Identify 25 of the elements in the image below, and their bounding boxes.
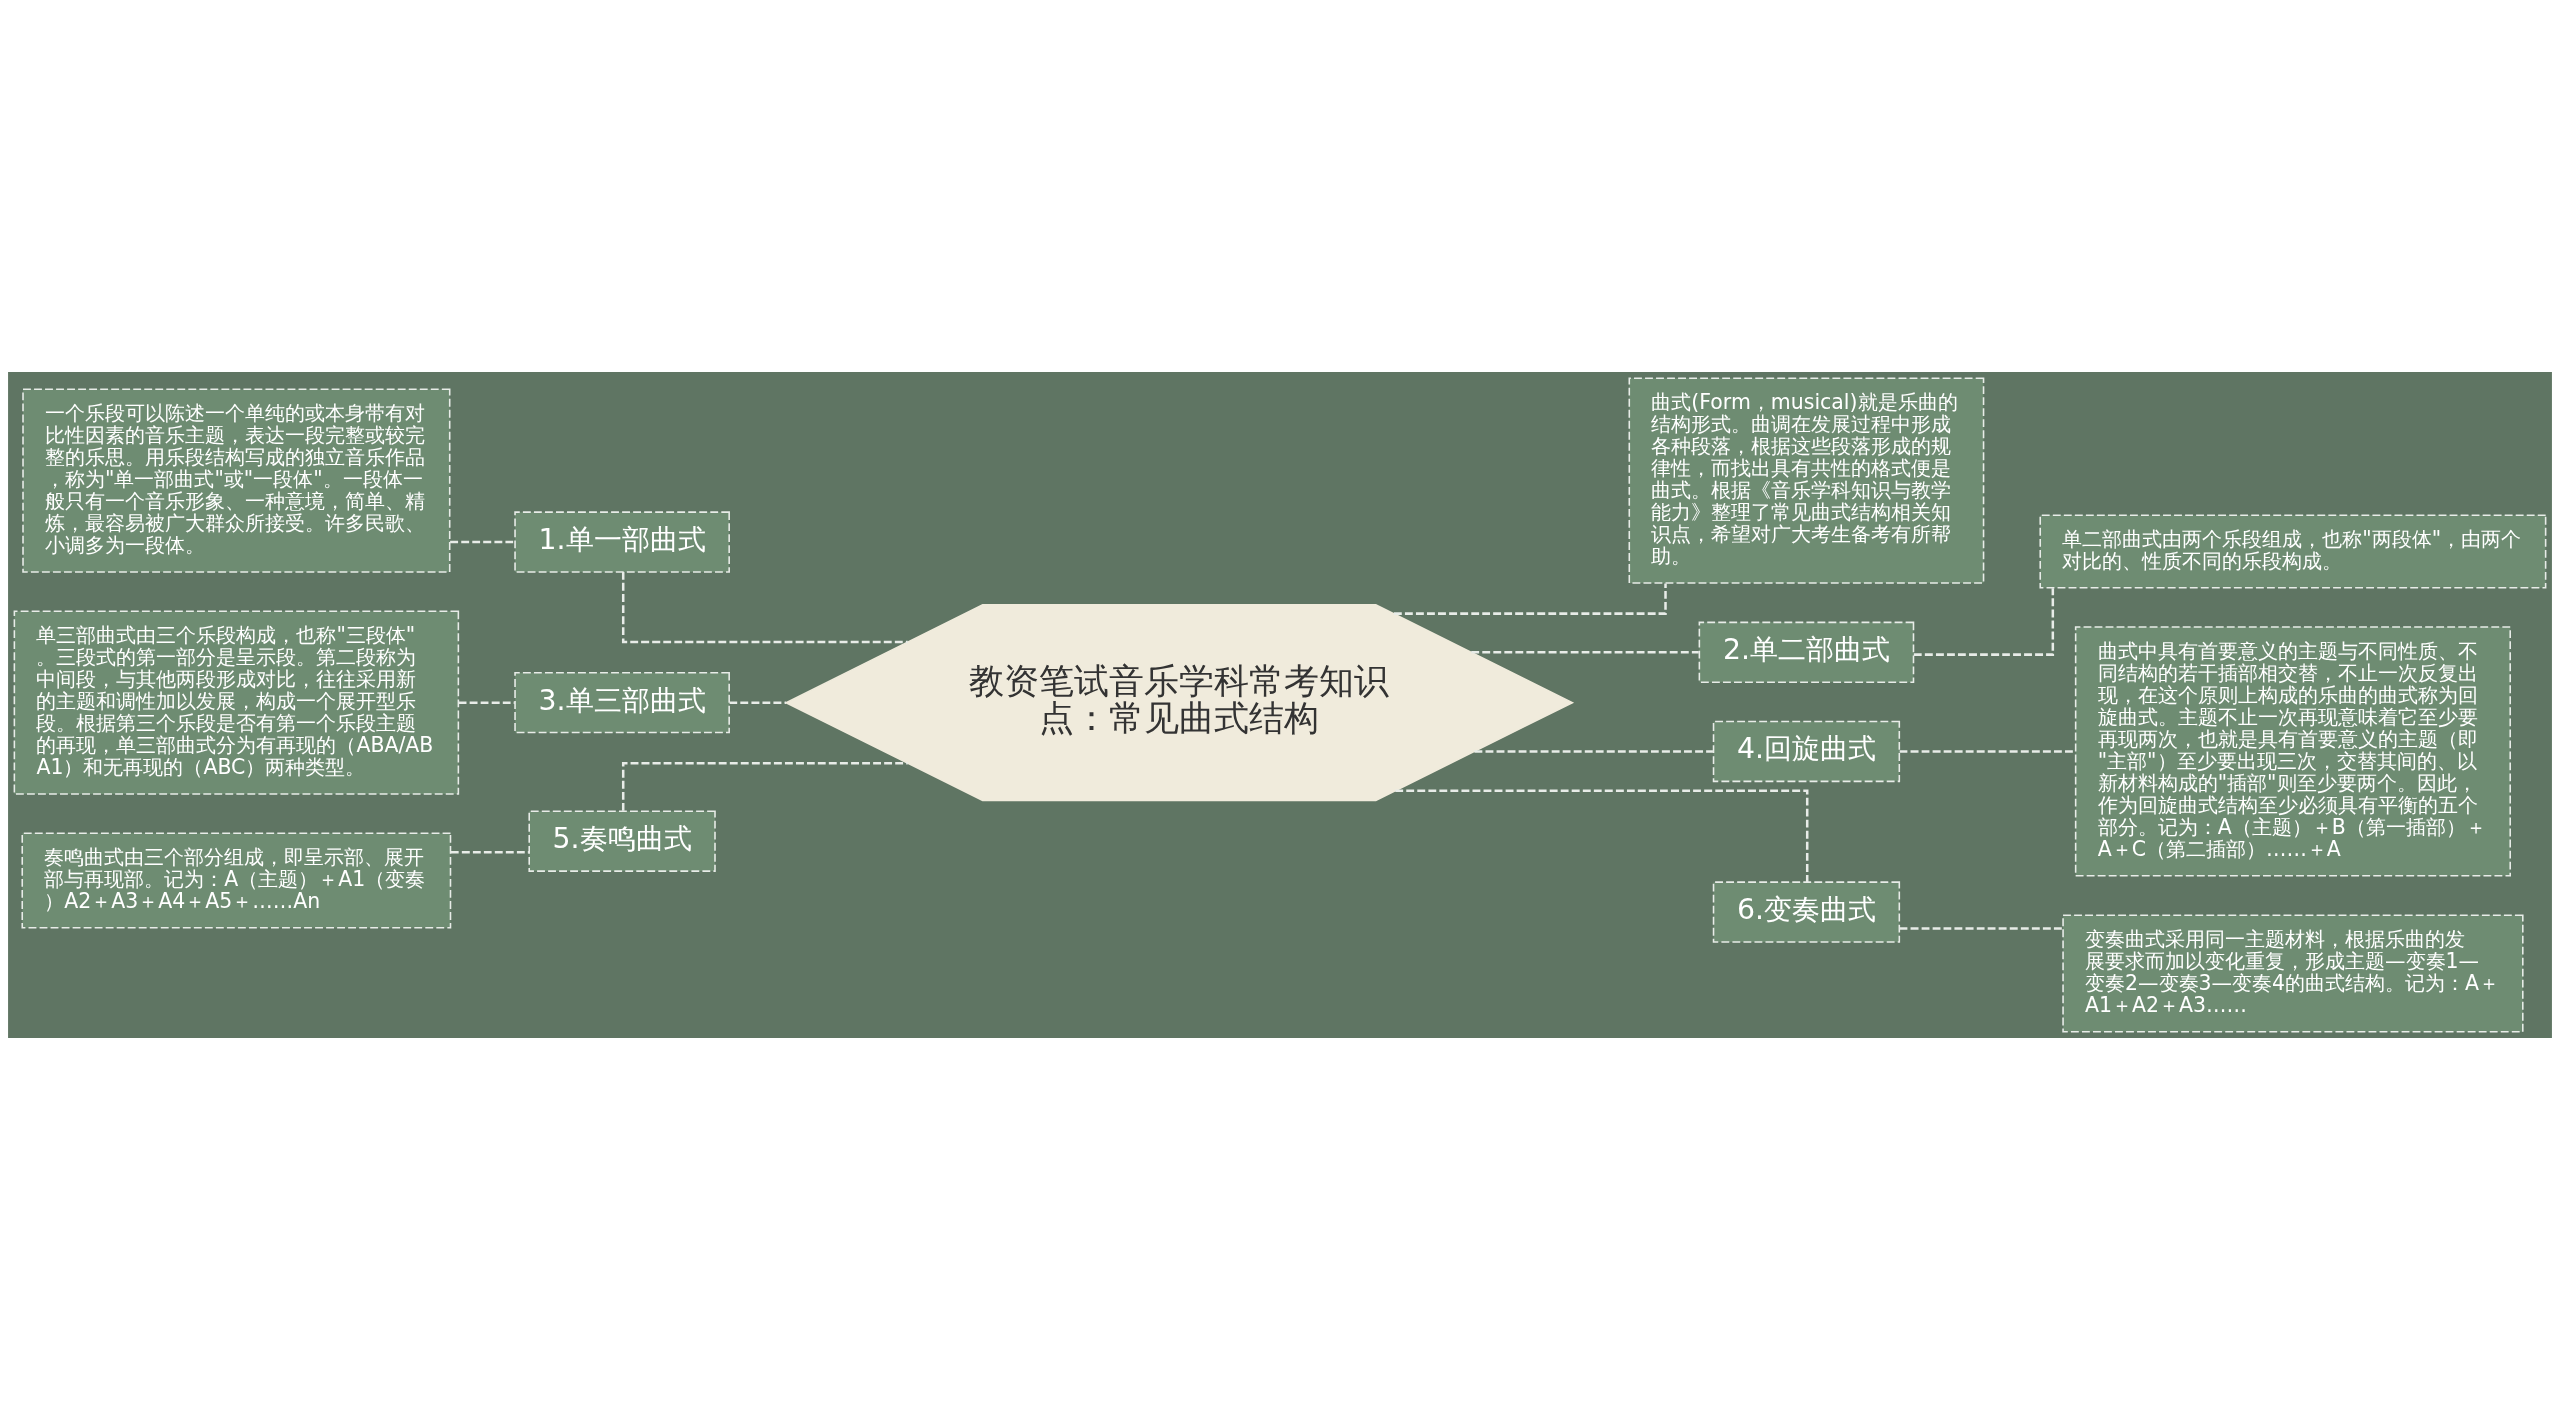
node-box: 4.回旋曲式 [1712, 720, 1901, 783]
node-box: 一个乐段可以陈述一个单纯的或本身带有对比性因素的音乐主题，表达一段完整或较完整的乐思。用乐段结构写成的独立音乐作品，称为"单一部曲式"或"一段体"。一段体一般只有一个音乐形象、一种意境，简单、精炼，最容易被广大群众所接受。许多民歌、小调多为一段体。 [22, 388, 451, 573]
connector [450, 540, 515, 544]
connector [450, 850, 529, 854]
connector [1913, 588, 2055, 656]
connector [1395, 789, 1809, 883]
connector [729, 701, 787, 704]
connector [621, 572, 908, 644]
node-box: 3.单三部曲式 [514, 671, 730, 734]
node-box: 2.单二部曲式 [1698, 621, 1915, 683]
node-box: 变奏曲式采用同一主题材料，根据乐曲的发展要求而加以变化重复，形成主题—变奏1—变奏2—变奏3—变奏4的曲式结构。记为：A＋A1＋A2＋A3…… [2062, 914, 2524, 1033]
connector [1899, 750, 2076, 753]
node-box: 6.变奏曲式 [1712, 881, 1901, 943]
node-box: 1.单一部曲式 [514, 511, 730, 573]
node-box: 单二部曲式由两个乐段组成，也称"两段体"，由两个对比的、性质不同的乐段构成。 [2039, 514, 2547, 589]
connector [621, 762, 908, 811]
connector [1471, 651, 1699, 654]
node-box: 单三部曲式由三个乐段构成，也称"三段体"。三段式的第一部分是呈示段。第二段称为中间段，与其他两段形成对比，往往采用新的主题和调性加以发展，构成一个展开型乐段。根据第三个乐段是否有第一个乐段主题的再现，单三部曲式分为有再现的（ABA/ABA1）和无再现的（ABC）两种类型。 [13, 610, 460, 795]
node-box: 奏鸣曲式由三个部分组成，即呈示部、展开部与再现部。记为：A（主题）＋A1（变奏）A2＋A3＋A4＋A5＋……An [21, 832, 452, 929]
connector [458, 701, 515, 704]
node-box: 曲式(Form，musical)就是乐曲的结构形式。曲调在发展过程中形成各种段落，根据这些段落形成的规律性，而找出具有共性的格式便是曲式。根据《音乐学科知识与教学能力》整理了常见曲式结构相关知识点，希望对广大考生备考有所帮助。 [1628, 377, 1985, 584]
node-box: 5.奏鸣曲式 [528, 810, 716, 872]
connector [1899, 927, 2063, 930]
node-box: 曲式中具有首要意义的主题与不同性质、不同结构的若干插部相交替，不止一次反复出现，在这个原则上构成的乐曲的曲式称为回旋曲式。主题不止一次再现意味着它至少要再现两次，也就是具有首要意义的主题（即"主部"）至少要出现三次，交替其间的、以新材料构成的"插部"则至少要两个。因此，作为回旋曲式结构至少必须具有平衡的五个部分。记为：A（主题）＋B（第一插部）＋A＋C（第二插部）……＋A [2074, 626, 2511, 877]
connector [1474, 750, 1713, 753]
